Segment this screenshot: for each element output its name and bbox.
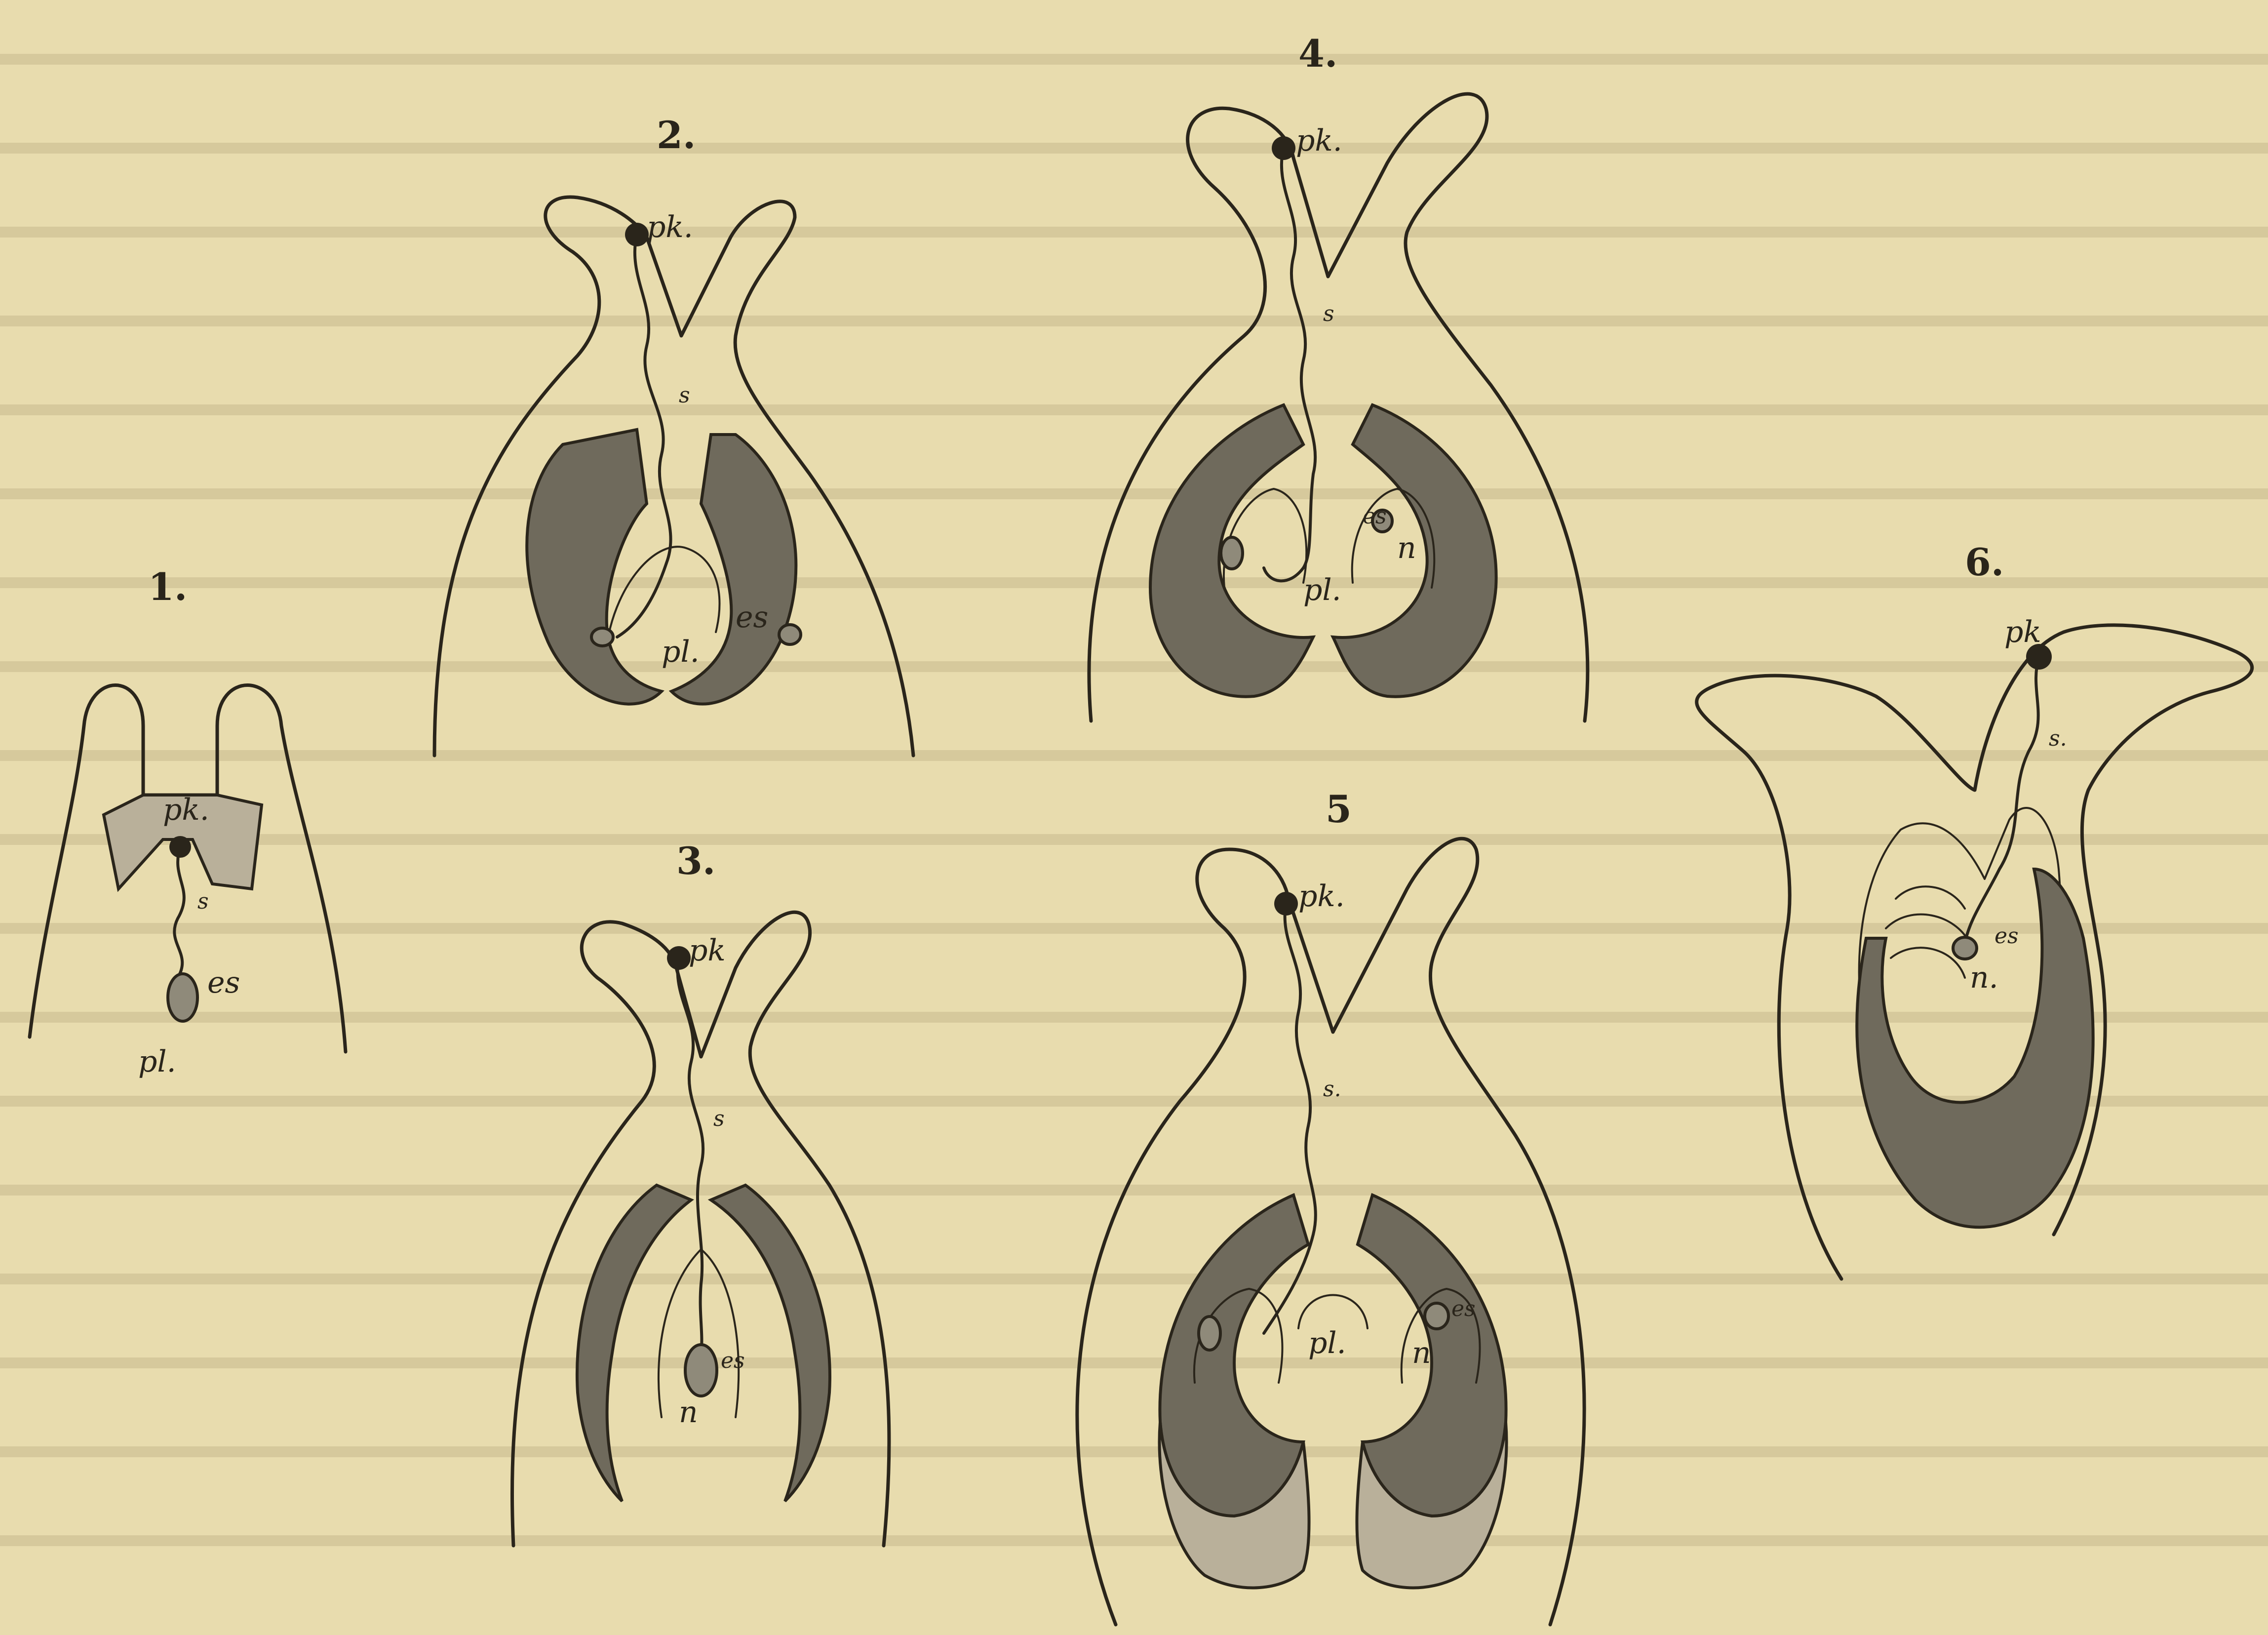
figure-2-ovule-right: [779, 625, 801, 644]
figure-5-label-s: s.: [1323, 1077, 1341, 1102]
figure-3-number: 3.: [676, 839, 715, 883]
figure-3-label-pk: pk: [689, 933, 726, 968]
figure-2-label-es: es: [736, 600, 768, 635]
figure-6: 6. pk s. es n.: [1697, 540, 2252, 1279]
figure-1-label-pk: pk.: [163, 793, 209, 827]
figure-5: 5 pk. s. es n pl.: [1077, 787, 1584, 1625]
figure-5-label-n: n: [1412, 1336, 1431, 1370]
figure-6-label-es: es: [1994, 923, 2019, 949]
figure-1-ovule: [168, 974, 197, 1021]
figure-4-label-pk: pk.: [1296, 123, 1342, 158]
figure-1-label-pl: pl.: [138, 1044, 176, 1079]
figure-4-label-pl: pl.: [1303, 573, 1341, 607]
figure-5-carpel-right: [1358, 1195, 1506, 1516]
figure-5-carpel-left: [1160, 1195, 1308, 1516]
figure-2-label-s: s: [679, 383, 690, 408]
figure-2-label-pk: pk.: [647, 210, 693, 244]
figure-3-label-s: s: [713, 1106, 725, 1131]
figure-2-ovule-left: [591, 628, 613, 646]
figure-6-number: 6.: [1965, 540, 2004, 584]
figure-4-label-n: n: [1397, 531, 1416, 565]
figure-5-outline: [1077, 838, 1584, 1625]
figure-1-label-s: s: [197, 889, 209, 914]
background-text-lines: [0, 59, 2268, 1541]
figure-4: 4. pk. s es n pl.: [1089, 32, 1588, 721]
figure-4-label-s: s: [1323, 301, 1334, 326]
figure-5-number: 5: [1326, 787, 1352, 831]
figure-3-ovule: [685, 1345, 717, 1396]
figure-5-placenta-arc: [1298, 1295, 1368, 1329]
figure-5-ovule-right: [1425, 1303, 1448, 1329]
figure-2: 2. pk. s es pl.: [434, 113, 913, 756]
figure-2-label-pl: pl.: [662, 635, 700, 669]
figure-5-label-pl: pl.: [1308, 1326, 1346, 1360]
figure-2-number: 2.: [657, 113, 696, 157]
figure-3-label-n: n: [679, 1395, 698, 1430]
figure-6-ovule: [1953, 937, 1977, 959]
figure-4-ovule-left: [1221, 537, 1243, 569]
figure-1: 1. pk. s es pl.: [30, 565, 346, 1079]
figure-6-label-s: s.: [2049, 726, 2067, 751]
figure-1-label-es: es: [207, 965, 240, 1000]
figure-4-pollen-tube: [1264, 148, 1315, 581]
figure-5-ovule-left: [1199, 1316, 1220, 1350]
figure-1-pollen-tube: [174, 847, 184, 978]
figure-6-label-n: n.: [1970, 960, 1998, 995]
figure-3-label-es: es: [721, 1348, 745, 1373]
figure-5-label-pk: pk.: [1298, 879, 1345, 914]
figure-4-label-es: es: [1363, 504, 1387, 529]
figure-2-funicle: [607, 547, 720, 642]
figure-6-label-pk: pk: [2004, 615, 2041, 649]
figure-5-label-es: es: [1451, 1296, 1476, 1321]
figure-1-number: 1.: [148, 565, 187, 609]
figure-4-number: 4.: [1298, 32, 1337, 76]
